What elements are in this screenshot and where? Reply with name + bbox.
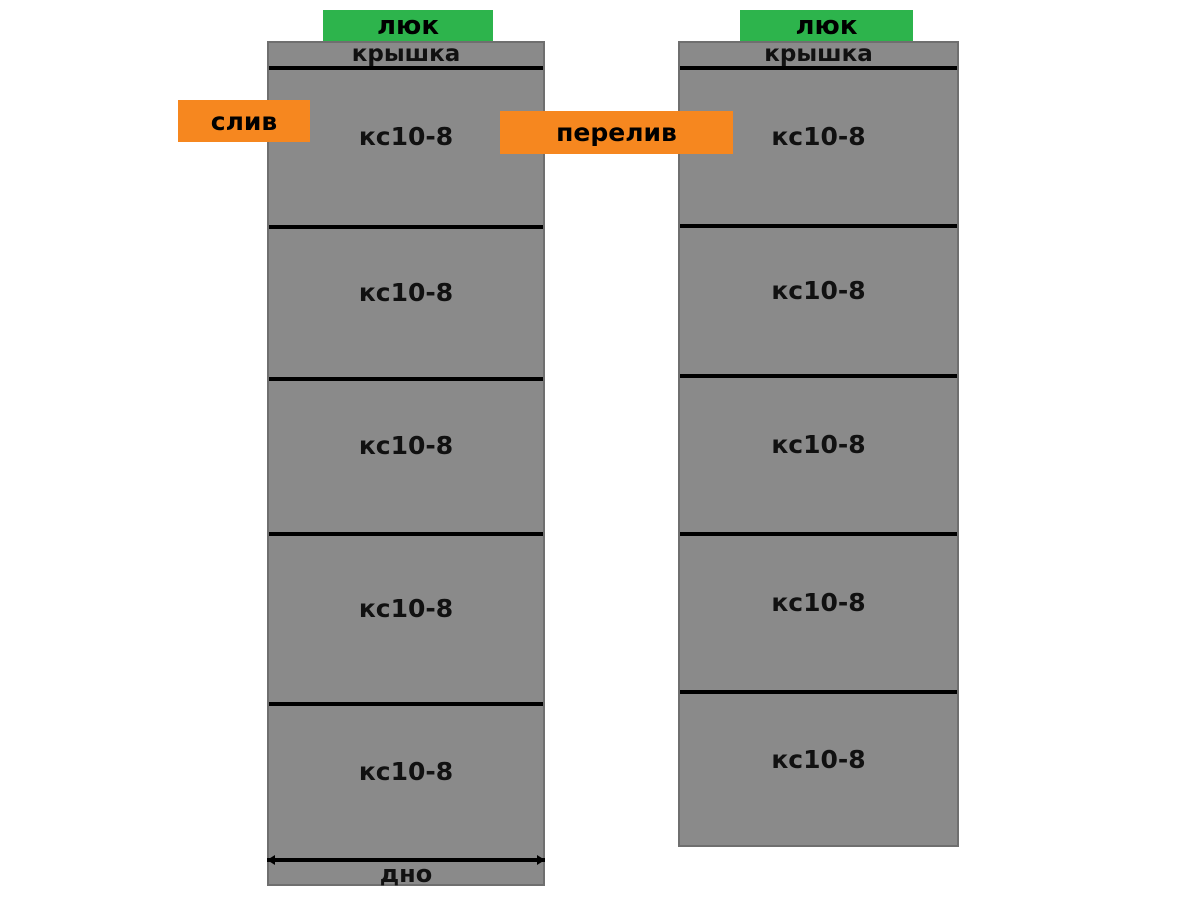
ring-label: кс10-8 (358, 593, 454, 623)
right-ring-segment-3: кс10-8 (678, 374, 959, 532)
left-bottom-slab: дно (267, 855, 545, 888)
right-ring-segment-2: кс10-8 (678, 224, 959, 374)
ring-label: кс10-8 (358, 756, 454, 786)
left-ring-segment-1: кс10-8 (267, 70, 545, 225)
ring-label: кс10-8 (358, 122, 454, 151)
ring-label: кс10-8 (771, 745, 866, 774)
left-ring-segment-4: кс10-8 (267, 532, 545, 702)
drain-callout: слив (178, 100, 310, 142)
ring-label: кс10-8 (358, 277, 454, 307)
right-ring-segment-4: кс10-8 (678, 532, 959, 690)
right-hatch-block: люк (740, 10, 913, 41)
left-cover-section: крышка (267, 41, 545, 70)
left-ring-segment-3: кс10-8 (267, 377, 545, 532)
overflow-callout: перелив (500, 111, 733, 154)
ring-label: кс10-8 (771, 275, 866, 305)
right-well-column: крышка кс10-8 кс10-8 кс10-8 кс10-8 кс10-… (678, 41, 959, 847)
ring-label: кс10-8 (771, 121, 866, 151)
left-well-column: крышка кс10-8 кс10-8 кс10-8 кс10-8 кс10-… (267, 41, 545, 888)
ring-label: кс10-8 (771, 429, 866, 459)
right-cover-label: крышка (764, 40, 873, 67)
right-ring-segment-1: кс10-8 (678, 70, 959, 224)
left-hatch-block: люк (323, 10, 493, 41)
left-ring-segment-5: кс10-8 (267, 702, 545, 858)
left-ring-segment-2: кс10-8 (267, 225, 545, 377)
ring-label: кс10-8 (771, 587, 866, 617)
left-cover-label: крышка (351, 40, 461, 67)
right-ring-segment-5: кс10-8 (678, 690, 959, 847)
bottom-label: дно (379, 860, 433, 888)
right-cover-section: крышка (678, 41, 959, 70)
ring-label: кс10-8 (358, 431, 454, 460)
